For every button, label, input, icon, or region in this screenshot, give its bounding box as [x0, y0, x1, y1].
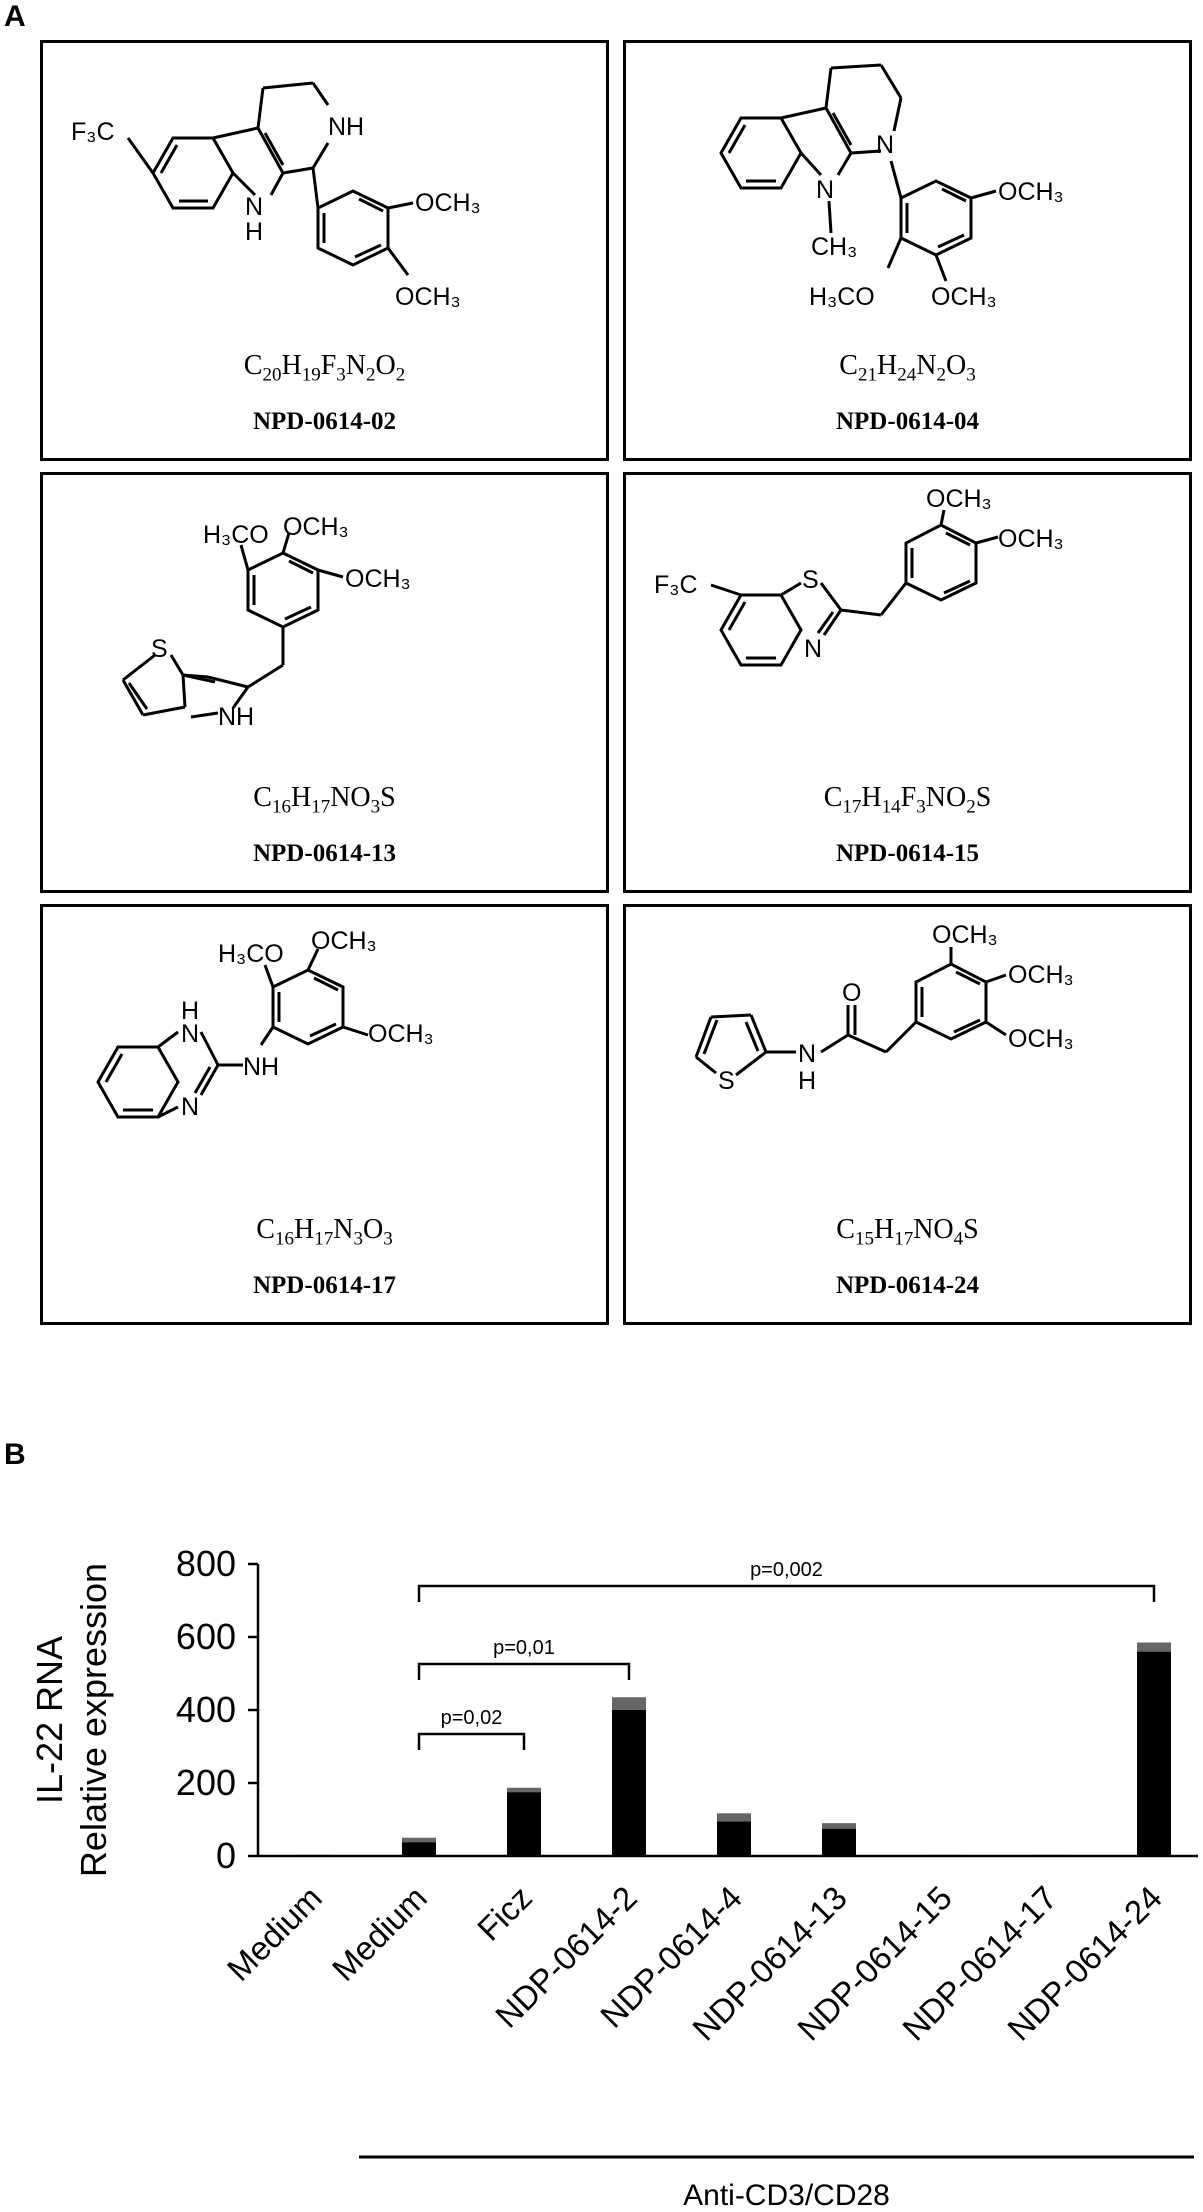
compound-formula: C20H19F3N2O2 — [243, 350, 406, 386]
compound-cell-15: F₃C S N OCH₃ OCH₃ C17H14F3NO2S NPD-0614-… — [623, 472, 1192, 893]
atom-label: N — [245, 193, 263, 221]
compound-cell-04: N N CH₃ OCH₃ OCH₃ H₃CO C21H24N2O3 NPD-06… — [623, 40, 1192, 461]
y-axis-label: IL-22 RNA — [29, 1636, 70, 1804]
error-bar — [822, 1823, 856, 1829]
p-value-label: p=0,02 — [441, 1707, 503, 1729]
compound-name: NPD-0614-24 — [835, 1272, 980, 1299]
atom-label: NH — [243, 1053, 279, 1081]
atom-label: F₃C — [71, 118, 115, 146]
structure-npd-0614-02: F₃C NH N H OCH₃ OCH₃ — [71, 81, 481, 311]
y-tick-label: 800 — [176, 1543, 236, 1584]
compound-cell-13: H₃CO OCH₃ OCH₃ S NH C16H17NO3S NPD-0614-… — [40, 472, 609, 893]
error-bar — [402, 1837, 436, 1843]
structure-npd-0614-17: H₃CO OCH₃ OCH₃ H N NH N — [96, 927, 434, 1121]
bar — [717, 1821, 751, 1856]
atom-label: NH — [328, 113, 364, 141]
y-axis-label: Relative expression — [73, 1563, 114, 1877]
atom-label: N — [816, 176, 834, 204]
atom-label: O — [842, 979, 861, 1007]
compound-name: NPD-0614-17 — [252, 1272, 397, 1299]
compound-formula: C15H17NO4S — [836, 1214, 979, 1250]
atom-label: N — [181, 1093, 199, 1121]
compound-name: NPD-0614-04 — [835, 408, 980, 435]
panel-b-letter: B — [4, 1438, 26, 1471]
y-tick-label: 600 — [176, 1616, 236, 1657]
atom-label: OCH₃ — [345, 565, 411, 593]
compound-cell-02: F₃C NH N H OCH₃ OCH₃ C20H19F3N2O2 NPD-06… — [40, 40, 609, 461]
bar — [297, 1854, 331, 1856]
atom-label: N — [876, 131, 894, 159]
error-bar — [717, 1813, 751, 1822]
panel-a-letter: A — [4, 0, 26, 33]
structure-npd-0614-13: H₃CO OCH₃ OCH₃ S NH — [121, 513, 411, 731]
bar — [1032, 1854, 1066, 1856]
atom-label: OCH₃ — [932, 921, 998, 949]
atom-label: OCH₃ — [395, 283, 461, 311]
error-bar — [612, 1697, 646, 1710]
compound-formula: C17H14F3NO2S — [823, 782, 992, 818]
significance-bracket — [417, 1584, 1156, 1602]
atom-label: OCH₃ — [415, 189, 481, 217]
compound-grid: F₃C NH N H OCH₃ OCH₃ C20H19F3N2O2 NPD-06… — [40, 40, 1195, 1325]
atom-label: H₃CO — [203, 521, 269, 549]
structure-npd-0614-04: N N CH₃ OCH₃ OCH₃ H₃CO — [719, 63, 1064, 311]
compound-formula: C21H24N2O3 — [839, 350, 976, 386]
atom-label: F₃C — [654, 571, 698, 599]
x-tick-label: Ficz — [470, 1879, 539, 1948]
compound-cell-24: O S N H OCH₃ OCH₃ OCH₃ C15H17NO4S NPD-06… — [623, 904, 1192, 1325]
atom-label: OCH₃ — [1008, 961, 1074, 989]
atom-label: OCH₃ — [998, 178, 1064, 206]
y-tick-label: 200 — [176, 1762, 236, 1803]
structure-npd-0614-24: O S N H OCH₃ OCH₃ OCH₃ — [694, 921, 1074, 1095]
bar — [507, 1792, 541, 1856]
atom-label: H — [181, 997, 199, 1025]
bar — [402, 1842, 436, 1856]
atom-label: S — [802, 566, 819, 594]
p-value-label: p=0,002 — [750, 1559, 823, 1581]
atom-label: OCH₃ — [311, 927, 377, 955]
error-bar — [507, 1787, 541, 1793]
structure-npd-0614-15: F₃C S N OCH₃ OCH₃ — [654, 485, 1064, 667]
y-tick-label: 0 — [216, 1835, 236, 1876]
atom-label: CH₃ — [811, 233, 857, 261]
x-tick-label: Medium — [220, 1879, 329, 1988]
atom-label: OCH₃ — [926, 485, 992, 513]
bar — [612, 1710, 646, 1856]
x-tick-label: Medium — [325, 1879, 434, 1988]
compound-formula: C16H17N3O3 — [256, 1214, 393, 1250]
error-bar — [1137, 1642, 1171, 1652]
compound-formula: C16H17NO3S — [253, 782, 396, 818]
bar — [822, 1828, 856, 1856]
bar — [927, 1854, 961, 1856]
atom-label: OCH₃ — [998, 525, 1064, 553]
atom-label: OCH₃ — [283, 513, 349, 541]
y-tick-label: 400 — [176, 1689, 236, 1730]
atom-label: N — [798, 1040, 816, 1068]
atom-label: H₃CO — [809, 283, 875, 311]
group-label: Anti-CD3/CD28 — [683, 2179, 890, 2212]
atom-label: N — [804, 635, 822, 663]
atom-label: OCH₃ — [931, 283, 997, 311]
atom-label: OCH₃ — [368, 1020, 434, 1048]
atom-label: NH — [218, 703, 254, 731]
atom-label: H₃CO — [218, 940, 284, 968]
significance-bracket — [417, 1732, 526, 1750]
atom-label: S — [718, 1067, 735, 1095]
p-value-label: p=0,01 — [493, 1637, 555, 1659]
compound-cell-17: H₃CO OCH₃ OCH₃ H N NH N C16H17N3O3 NPD-0… — [40, 904, 609, 1325]
atom-label: N — [181, 1020, 199, 1048]
bar — [1137, 1651, 1171, 1856]
atom-label: H — [245, 218, 263, 246]
atom-label: H — [798, 1067, 816, 1095]
compound-name: NPD-0614-13 — [252, 840, 397, 867]
significance-bracket — [417, 1662, 631, 1680]
compound-name: NPD-0614-15 — [835, 840, 980, 867]
atom-label: OCH₃ — [1008, 1025, 1074, 1053]
atom-label: S — [151, 635, 168, 663]
compound-name: NPD-0614-02 — [252, 408, 397, 435]
